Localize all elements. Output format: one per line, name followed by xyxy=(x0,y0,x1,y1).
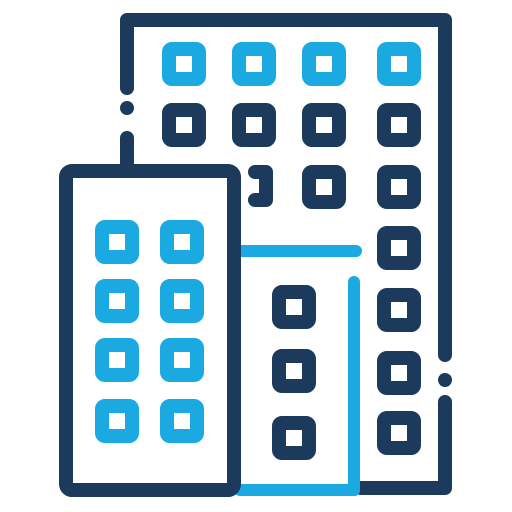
window xyxy=(95,279,139,323)
window xyxy=(95,220,139,264)
window xyxy=(95,399,139,443)
window xyxy=(377,165,421,209)
window xyxy=(160,338,204,382)
window xyxy=(160,279,204,323)
window xyxy=(302,165,346,209)
window xyxy=(160,399,204,443)
window xyxy=(377,226,421,270)
window xyxy=(377,288,421,332)
tall-building-gap-dot-left xyxy=(120,101,134,115)
middle-building-windows xyxy=(272,285,316,460)
window xyxy=(95,338,139,382)
window xyxy=(302,103,346,147)
tall-building-gap-dot-right xyxy=(438,373,452,387)
tall-building-right-lower xyxy=(354,395,452,495)
window xyxy=(232,42,276,86)
window xyxy=(160,220,204,264)
window xyxy=(272,416,316,460)
window xyxy=(272,285,316,329)
window xyxy=(232,103,276,147)
window xyxy=(377,103,421,147)
window xyxy=(377,411,421,455)
tall-building-outline xyxy=(120,13,452,362)
window xyxy=(302,42,346,86)
front-building-windows xyxy=(95,220,204,443)
tall-building-windows xyxy=(162,103,421,455)
window xyxy=(162,42,206,86)
window xyxy=(272,349,316,393)
window xyxy=(162,103,206,147)
front-building-outline xyxy=(59,164,241,497)
window xyxy=(377,42,421,86)
window-partial xyxy=(248,165,273,207)
tall-building-top-row-windows xyxy=(162,42,421,86)
window xyxy=(377,351,421,395)
